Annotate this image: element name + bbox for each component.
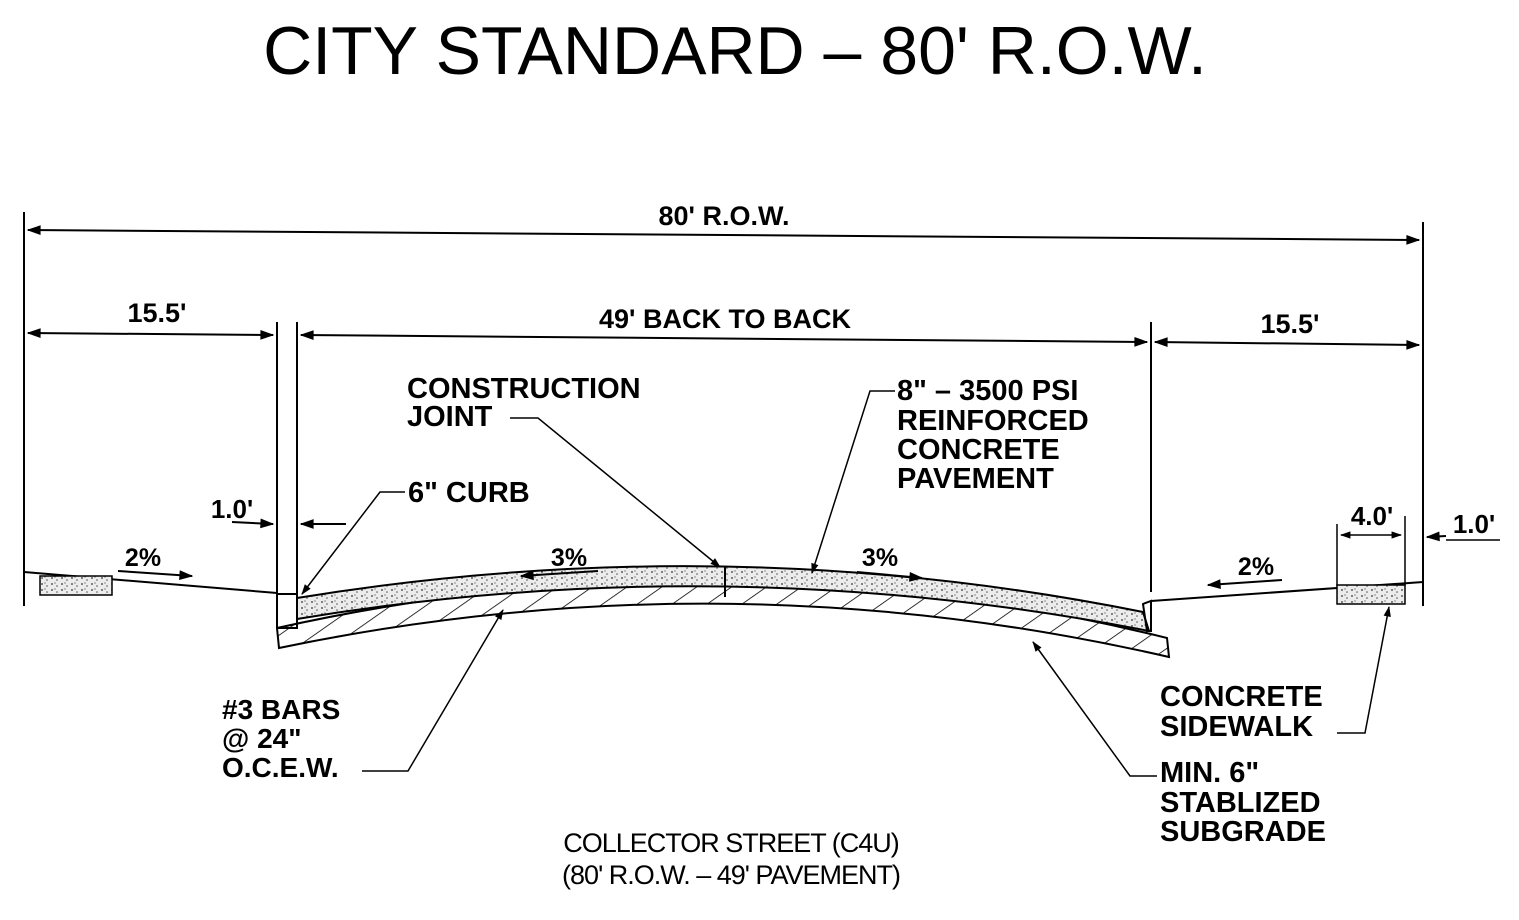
offset-dimensions: 1.0' 4.0' 1.0' [211, 494, 1500, 542]
parkway-dimensions: 15.5' 49' BACK TO BACK 15.5' [26, 298, 1421, 350]
left-parkway-label: 15.5' [128, 298, 187, 328]
curb-callout: 6" CURB [301, 477, 530, 595]
right-parkway-slope: 2% [1238, 553, 1274, 581]
pavement-line-1: 8" – 3500 PSI [897, 375, 1078, 407]
sidewalk-callout: CONCRETE SIDEWALK [1160, 605, 1391, 743]
left-pavement-slope: 3% [551, 544, 587, 572]
subgrade-line-1: MIN. 6" [1160, 757, 1259, 789]
right-offset-label: 1.0' [1453, 509, 1495, 539]
drawing-title: CITY STANDARD – 80' R.O.W. [263, 13, 1207, 89]
construction-joint-callout: CONSTRUCTION JOINT [407, 373, 721, 568]
row-dimension: 80' R.O.W. [26, 201, 1421, 245]
pavement-line-3: CONCRETE [897, 434, 1060, 466]
drawing-caption: COLLECTOR STREET (C4U) (80' R.O.W. – 49'… [562, 828, 901, 890]
subgrade-callout: MIN. 6" STABLIZED SUBGRADE [1032, 641, 1326, 848]
left-curb [276, 593, 298, 629]
pavement-callout: 8" – 3500 PSI REINFORCED CONCRETE PAVEME… [811, 375, 1089, 575]
left-parkway-slope: 2% [125, 544, 161, 572]
right-sidewalk [1336, 584, 1406, 605]
sidewalk-line-2: SIDEWALK [1160, 711, 1313, 743]
subgrade-line-2: STABLIZED [1160, 787, 1321, 819]
sidewalk-line-1: CONCRETE [1160, 681, 1323, 713]
bars-line-2: @ 24" [222, 723, 302, 754]
extension-lines [23, 212, 1424, 606]
left-sidewalk [39, 575, 113, 596]
row-dimension-label: 80' R.O.W. [659, 201, 790, 231]
bars-line-3: O.C.E.W. [222, 752, 339, 783]
pavement-line-2: REINFORCED [897, 405, 1089, 437]
right-pavement-slope: 3% [862, 544, 898, 572]
back-to-back-label: 49' BACK TO BACK [599, 304, 851, 334]
caption-line-2: (80' R.O.W. – 49' PAVEMENT) [562, 860, 900, 890]
left-offset-label: 1.0' [211, 494, 253, 524]
construction-joint-line-1: CONSTRUCTION [407, 373, 641, 405]
right-curb [1141, 599, 1152, 632]
subgrade-line-3: SUBGRADE [1160, 816, 1326, 848]
construction-joint-line-2: JOINT [407, 401, 493, 433]
bars-callout: #3 BARS @ 24" O.C.E.W. [222, 609, 504, 783]
bars-line-1: #3 BARS [222, 694, 340, 725]
slope-indicators: 2% 3% 3% 2% [117, 544, 1283, 590]
sidewalk-width-label: 4.0' [1351, 501, 1393, 531]
curb-label: 6" CURB [408, 477, 530, 509]
right-parkway-label: 15.5' [1261, 309, 1320, 339]
pavement-line-4: PAVEMENT [897, 463, 1054, 495]
caption-line-1: COLLECTOR STREET (C4U) [563, 828, 899, 858]
